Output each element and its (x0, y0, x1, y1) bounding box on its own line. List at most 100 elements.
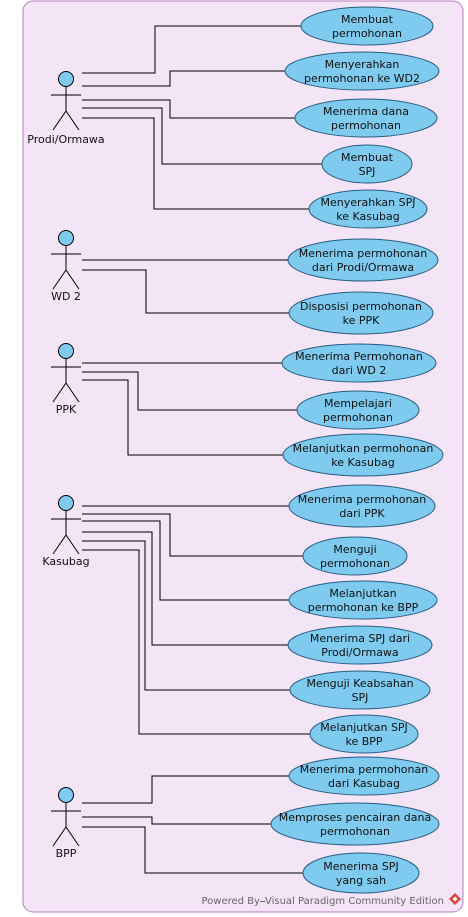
use-case-label: Menerima permohonan (299, 247, 427, 260)
use-case-ellipse (309, 714, 419, 754)
use-case-label: Menerima SPJ dari (310, 632, 410, 645)
actor-label: PPK (56, 403, 77, 416)
use-case-label: Melanjutkan permohonan (293, 442, 434, 455)
use-case-label: Menerima Permohonan (295, 350, 423, 363)
use-case-label: Melanjutkan SPJ (320, 721, 408, 734)
actor-wd2[interactable]: WD 2 (51, 230, 81, 304)
association-line-kasubag-uc15 (82, 540, 290, 691)
use-case-label: permohonan (320, 825, 390, 838)
actor-kasubag[interactable]: Kasubag (42, 495, 90, 569)
use-case-label: Menyerahkan (325, 58, 400, 71)
use-case-ellipse (287, 625, 433, 665)
use-case-label: ke Kasubag (336, 210, 399, 223)
association-line-kasubag-uc14 (82, 531, 288, 646)
association-line-bpp-uc18 (82, 816, 271, 825)
use-case-ellipse (300, 6, 434, 46)
use-case-ellipse (302, 536, 408, 576)
use-case-label: Menerima SPJ (323, 860, 398, 873)
association-line-prodi-uc3 (82, 99, 295, 119)
actor-head (58, 230, 74, 246)
association-line-kasubag-uc16 (82, 549, 310, 735)
association-lines (82, 25, 322, 874)
association-line-kasubag-uc12 (82, 513, 303, 557)
use-case-label: SPJ (359, 165, 376, 178)
use-case-label: Menyerahkan SPJ (321, 196, 416, 209)
association-line-ppk-uc9 (82, 371, 297, 411)
association-line-prodi-uc4 (82, 107, 322, 165)
use-case-label: Membuat (341, 13, 394, 26)
use-case-label: Disposisi permohonan (300, 300, 422, 313)
use-case-label: permohonan ke WD2 (304, 72, 420, 85)
use-case-label: yang sah (336, 874, 386, 887)
actor-label: WD 2 (51, 290, 81, 303)
use-case-ellipse (288, 484, 436, 528)
use-case-ellipse (288, 291, 434, 335)
use-case-ellipse (288, 756, 440, 796)
actor-bpp[interactable]: BPP (51, 787, 81, 861)
use-case-label: permohonan (331, 119, 401, 132)
use-case-label: dari Kasubag (328, 777, 400, 790)
actor-body (51, 358, 81, 403)
use-case-label: permohonan (320, 557, 390, 570)
visual-paradigm-logo-icon (449, 893, 461, 905)
association-line-prodi-uc5 (82, 117, 309, 210)
use-case-label: ke BPP (345, 735, 382, 748)
use-case-label: Menerima permohonan (298, 493, 426, 506)
association-line-wd2-uc7 (82, 269, 289, 314)
use-case-label: dari Prodi/Ormawa (312, 261, 414, 274)
use-case-label: ke Kasubag (331, 456, 394, 469)
use-case-ellipse (288, 580, 438, 620)
actor-head (58, 787, 74, 803)
use-case-ellipse (296, 390, 420, 430)
footer-text: Powered By⎯Visual Paradigm Community Edi… (202, 896, 445, 907)
use-case-label: Melanjutkan (329, 587, 396, 600)
footer: Powered By⎯Visual Paradigm Community Edi… (202, 893, 461, 907)
actor-prodi[interactable]: Prodi/Ormawa (27, 71, 105, 147)
actor-body (51, 245, 81, 290)
use-case-ellipse (287, 238, 439, 282)
use-case-ellipse (302, 852, 420, 894)
actor-body (51, 802, 81, 847)
use-case-ellipse (281, 343, 437, 383)
use-case-ellipse (282, 433, 444, 477)
use-case-label: permohonan (332, 27, 402, 40)
association-line-bpp-uc17 (82, 775, 289, 804)
use-case-label: Memproses pencairan dana (279, 811, 431, 824)
use-case-label: permohonan ke BPP (308, 601, 419, 614)
actor-head (58, 343, 74, 359)
actor-body (51, 510, 81, 555)
use-case-label: Prodi/Ormawa (321, 646, 398, 659)
actor-label: Kasubag (42, 555, 89, 568)
use-case-label: dari PPK (339, 507, 385, 520)
use-case-ellipse (270, 802, 440, 846)
use-case-ellipse (321, 144, 413, 184)
actor-label: BPP (56, 847, 77, 860)
actor-head (58, 495, 74, 511)
association-line-bpp-uc19 (82, 826, 303, 874)
actor-label: Prodi/Ormawa (27, 133, 104, 146)
use-case-label: Menerima permohonan (300, 763, 428, 776)
use-case-label: Membuat (341, 151, 394, 164)
use-case-label: SPJ (352, 691, 369, 704)
actor-ppk[interactable]: PPK (51, 343, 81, 417)
